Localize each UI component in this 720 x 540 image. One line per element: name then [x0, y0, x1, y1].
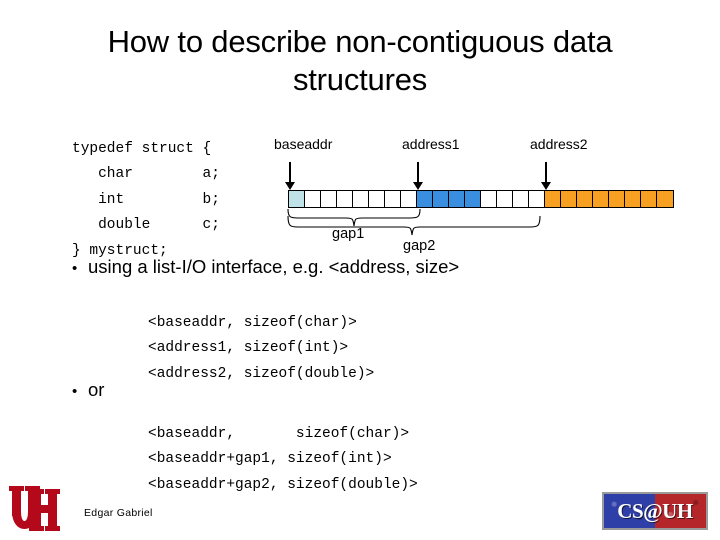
csuh-logo-blue-half [604, 494, 655, 528]
memory-cell-21 [625, 191, 641, 207]
arrow-head [285, 182, 295, 190]
memory-cell-10 [449, 191, 465, 207]
memory-cell-9 [433, 191, 449, 207]
arrow-down-icon-baseaddr [285, 162, 295, 190]
bullet-text-list-io: using a list-I/O interface, e.g. <addres… [88, 256, 460, 277]
memory-cell-22 [641, 191, 657, 207]
page-title: How to describe non-contiguous data stru… [107, 23, 613, 97]
memory-cell-13 [497, 191, 513, 207]
csuh-logo: CS@UH [602, 492, 708, 530]
arrow-shaft [289, 162, 291, 184]
memory-cell-3 [337, 191, 353, 207]
bullet-or: • or [72, 379, 104, 403]
memory-cell-23 [657, 191, 673, 207]
memory-cell-2 [321, 191, 337, 207]
memory-cell-18 [577, 191, 593, 207]
footer-author: Edgar Gabriel [84, 507, 153, 519]
memory-cell-6 [385, 191, 401, 207]
memory-cell-8 [417, 191, 433, 207]
arrow-shaft [545, 162, 547, 184]
memory-cell-11 [465, 191, 481, 207]
uh-logo-icon [9, 486, 60, 531]
arrow-head [541, 182, 551, 190]
memory-cell-bar [288, 190, 674, 208]
address-size-list-absolute: <baseaddr, sizeof(char)> <address1, size… [148, 314, 375, 382]
csuh-logo-text: CS@UH [617, 498, 693, 523]
memory-cell-12 [481, 191, 497, 207]
bullet-text-or: or [88, 379, 105, 400]
memory-cell-7 [401, 191, 417, 207]
memory-cell-5 [369, 191, 385, 207]
gap-braces [287, 208, 541, 236]
arrow-shaft [417, 162, 419, 184]
memory-cell-1 [305, 191, 321, 207]
label-address1: address1 [402, 136, 460, 152]
memory-cell-15 [529, 191, 545, 207]
address-size-list-offsets: <baseaddr, sizeof(char)> <baseaddr+gap1,… [148, 425, 418, 493]
memory-layout-diagram: baseaddr address1 address2 gap1 gap2 [270, 136, 700, 256]
memory-cell-14 [513, 191, 529, 207]
memory-cell-0 [289, 191, 305, 207]
memory-cell-19 [593, 191, 609, 207]
memory-cell-16 [545, 191, 561, 207]
bullet-list-io: • using a list-I/O interface, e.g. <addr… [72, 256, 459, 280]
label-gap1: gap1 [332, 226, 365, 242]
bullet-marker-icon: • [72, 383, 78, 400]
arrow-down-icon-address2 [541, 162, 551, 190]
label-baseaddr: baseaddr [274, 136, 333, 152]
memory-cell-4 [353, 191, 369, 207]
memory-cell-20 [609, 191, 625, 207]
arrow-head [413, 182, 423, 190]
csuh-logo-red-half [655, 494, 706, 528]
label-gap2: gap2 [403, 238, 436, 254]
bullet-marker-icon: • [72, 260, 78, 277]
memory-cell-17 [561, 191, 577, 207]
csuh-logo-background [604, 494, 706, 528]
label-address2: address2 [530, 136, 588, 152]
struct-definition-code: typedef struct { char a; int b; double c… [72, 140, 220, 259]
arrow-down-icon-address1 [413, 162, 423, 190]
